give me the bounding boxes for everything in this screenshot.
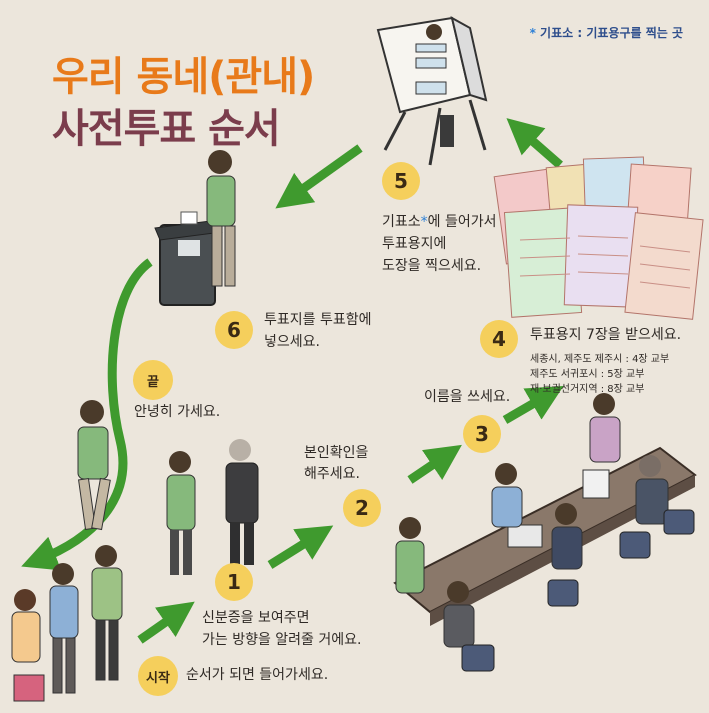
arrow-2-to-3 (407, 444, 462, 484)
step-5-line-3: 도장을 찍으세요. (382, 258, 482, 274)
step-2-line-1: 본인확인을 (304, 445, 369, 461)
flow-arrows (21, 118, 564, 644)
badge-end: 끝 (133, 360, 173, 400)
step-5-star: * (420, 214, 428, 230)
leaving-person-illustration (77, 400, 111, 531)
arrow-4-to-5 (506, 118, 563, 169)
step-5-line-1-rest: 에 들어가서 (427, 214, 497, 230)
step-6-line-2: 넣으세요. (264, 334, 320, 350)
ballot-papers-illustration (493, 156, 704, 320)
step-4-detail-3: 재·보궐선거지역 : 8장 교부 (530, 384, 645, 395)
arrow-6-to-end (21, 258, 153, 571)
badge-step-3: 3 (463, 415, 501, 453)
step-5-line-2: 투표용지에 (382, 236, 447, 252)
booth-note: * 기표소 : 기표용구를 찍는 곳 (530, 24, 683, 41)
arrow-1-to-2 (267, 525, 334, 569)
note-star: * (529, 26, 536, 40)
step-end-text: 안녕히 가세요. (134, 404, 221, 420)
step-1-line-1: 신분증을 보여주면 (202, 610, 310, 626)
queue-illustration (11, 545, 123, 702)
step-4-text: 투표용지 7장을 받으세요. (530, 327, 682, 343)
step-start-text: 순서가 되면 들어가세요. (186, 667, 329, 683)
step-1-line-2: 가는 방향을 알려줄 거에요. (202, 632, 362, 648)
step-5-booth-word: 기표소 (382, 214, 421, 230)
badge-step-4: 4 (480, 320, 518, 358)
badge-step-6: 6 (215, 311, 253, 349)
badge-step-5: 5 (382, 162, 420, 200)
id-check-illustration (166, 439, 259, 575)
step-5-line-1: 기표소*에 들어가서 (382, 212, 497, 233)
badge-start: 시작 (138, 656, 178, 696)
badge-step-1: 1 (215, 563, 253, 601)
arrow-start-to-1 (137, 601, 195, 644)
voting-booth-illustration (376, 16, 488, 166)
step-2-line-2: 해주세요. (304, 466, 360, 482)
step-4-detail-2: 제주도 서귀포시 : 5장 교부 (530, 369, 645, 380)
arrow-5-to-6 (275, 144, 363, 209)
arrow-3-to-4 (502, 385, 564, 424)
badge-step-2: 2 (343, 489, 381, 527)
title-line-1: 우리 동네(관내) (52, 54, 315, 100)
title-line-2: 사전투표 순서 (52, 106, 281, 152)
step-6-line-1: 투표지를 투표함에 (264, 312, 372, 328)
registration-desk-illustration (393, 393, 697, 672)
step-3-text: 이름을 쓰세요. (424, 389, 511, 405)
ballot-box-illustration (154, 150, 236, 306)
note-text: 기표소 : 기표용구를 찍는 곳 (540, 26, 683, 40)
step-4-detail-1: 세종시, 제주도 제주시 : 4장 교부 (530, 354, 670, 365)
